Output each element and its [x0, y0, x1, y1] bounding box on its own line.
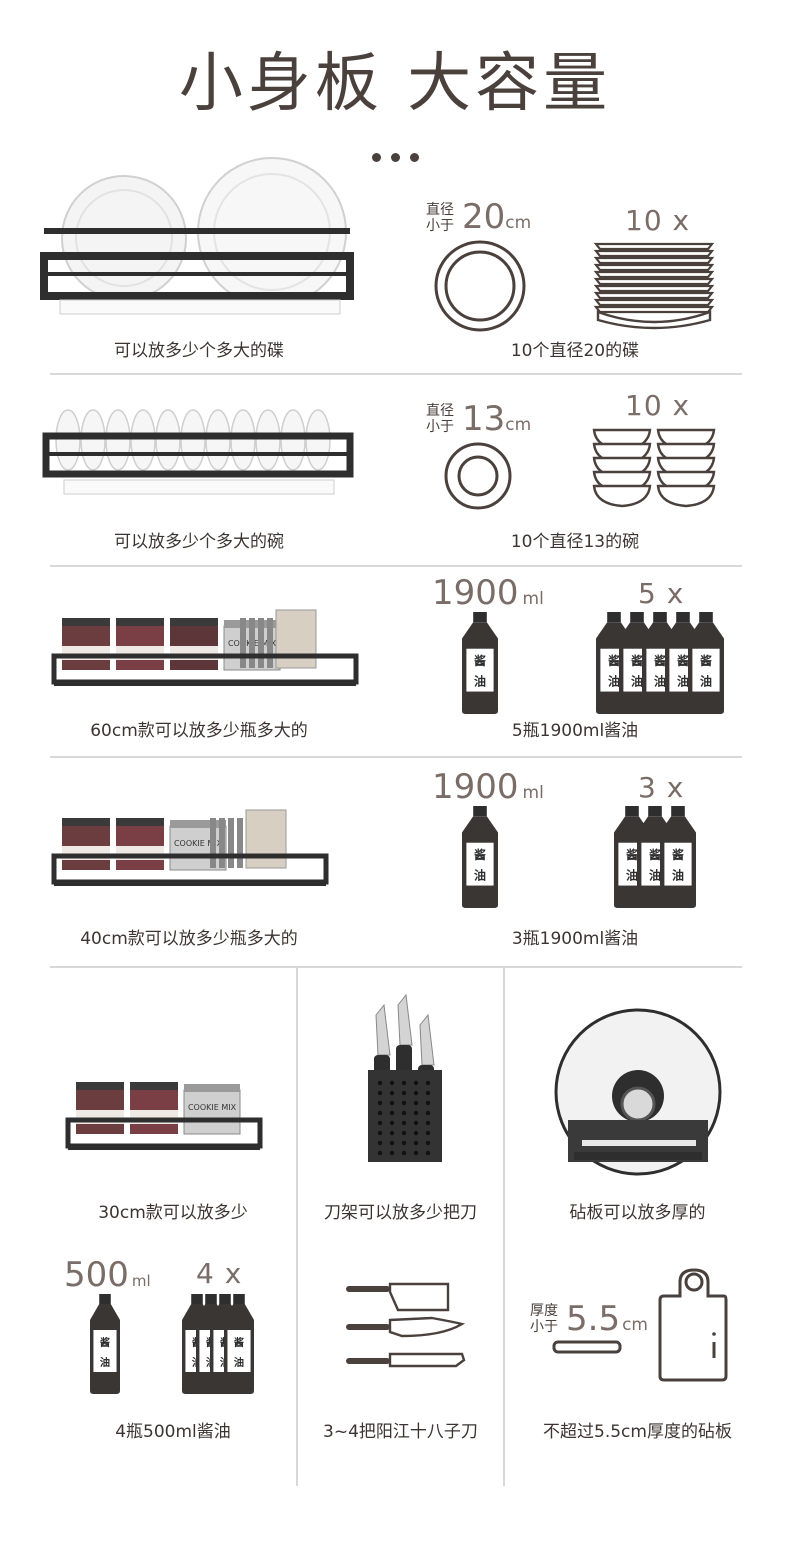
col2-caption: 刀架可以放多少把刀 — [324, 1203, 477, 1223]
svg-text:油: 油 — [626, 867, 638, 882]
page-title: 小身板 大容量 — [178, 47, 612, 121]
svg-text:酱: 酱 — [474, 653, 486, 668]
svg-text:油: 油 — [677, 673, 689, 688]
svg-text:油: 油 — [100, 1356, 110, 1369]
row4-left-caption: 40cm款可以放多少瓶多大的 — [80, 929, 298, 949]
cutting-board-icon — [658, 1268, 728, 1382]
svg-text:油: 油 — [654, 673, 666, 688]
svg-text:油: 油 — [631, 673, 643, 688]
row1-left-caption: 可以放多少个多大的碟 — [114, 341, 284, 361]
plate-stack-icon — [593, 242, 715, 330]
col3-spec-small: 厚度 小于 — [530, 1303, 558, 1335]
svg-text:酱: 酱 — [608, 653, 620, 668]
svg-text:COOKIE MIX: COOKIE MIX — [174, 839, 223, 848]
soy-sauce-bottle-icon: 酱油 — [224, 1294, 254, 1394]
row3-right-caption: 5瓶1900ml酱油 — [511, 721, 639, 741]
col1-result: 4瓶500ml酱油 — [115, 1422, 231, 1442]
col1-multiplier: 4 x — [196, 1257, 243, 1290]
svg-text:酱: 酱 — [631, 653, 643, 668]
svg-text:油: 油 — [234, 1356, 244, 1369]
row2-multiplier: 10 x — [625, 389, 691, 422]
col2-result: 3~4把阳江十八子刀 — [323, 1422, 478, 1442]
soy-sauce-bottle-icon: 酱油 — [462, 612, 498, 714]
svg-text:油: 油 — [474, 867, 486, 882]
row3-left-caption: 60cm款可以放多少瓶多大的 — [90, 721, 308, 741]
bowl-stack-icon — [592, 428, 716, 508]
decorative-dots — [372, 147, 429, 166]
soy-sauce-bottle-icon: 酱油 — [460, 612, 500, 714]
svg-text:酱: 酱 — [234, 1336, 244, 1349]
svg-text:油: 油 — [474, 673, 486, 688]
small-soy-sauce-bottle-icon: 酱油 — [88, 1294, 122, 1394]
spice-rack-30cm-photo: COOKIE MIX — [65, 1082, 263, 1150]
lid-and-board-holder-photo — [554, 1008, 722, 1176]
column-divider — [296, 968, 298, 1486]
row1-right-caption: 10个直径20的碟 — [510, 341, 640, 361]
plate-icon — [434, 240, 526, 332]
svg-text:酱: 酱 — [672, 847, 684, 862]
column-divider — [503, 968, 505, 1486]
row2-spec-small: 直径 小于 — [426, 403, 454, 435]
svg-text:油: 油 — [608, 673, 620, 688]
svg-text:油: 油 — [700, 673, 712, 688]
divider — [50, 373, 742, 375]
knives-icon — [346, 1282, 466, 1368]
svg-text:酱: 酱 — [700, 653, 712, 668]
svg-text:酱: 酱 — [649, 847, 661, 862]
divider — [50, 966, 742, 968]
svg-text:酱: 酱 — [677, 653, 689, 668]
svg-text:酱: 酱 — [654, 653, 666, 668]
soy-sauce-bottles-group-icon: 酱油酱油酱油酱油酱油 — [594, 612, 726, 714]
divider — [50, 565, 742, 567]
svg-text:油: 油 — [649, 867, 661, 882]
svg-text:酱: 酱 — [474, 847, 486, 862]
dish-rack-plates-photo — [40, 157, 354, 315]
row1-spec-small: 直径 小于 — [426, 202, 454, 234]
divider — [50, 756, 742, 758]
col3-result: 不超过5.5cm厚度的砧板 — [543, 1422, 732, 1442]
row4-multiplier: 3 x — [638, 771, 685, 804]
soy-sauce-bottles-group-icon: 酱油酱油酱油 — [612, 806, 698, 908]
row2-left-caption: 可以放多少个多大的碗 — [114, 532, 284, 552]
row2-spec: 13cm — [462, 399, 532, 439]
svg-text:酱: 酱 — [100, 1336, 110, 1349]
board-thickness-icon — [552, 1340, 622, 1354]
soy-sauce-bottle-icon: 酱油 — [688, 612, 724, 714]
soy-sauce-bottle-icon: 酱油 — [90, 1294, 120, 1394]
row3-multiplier: 5 x — [638, 577, 685, 610]
soy-sauce-bottle-icon: 酱油 — [660, 806, 696, 908]
spice-rack-60cm-photo: COOKIE MIX — [51, 609, 359, 686]
row1-multiplier: 10 x — [625, 204, 691, 237]
svg-text:COOKIE MIX: COOKIE MIX — [188, 1103, 237, 1112]
knife-block-photo — [368, 993, 442, 1162]
row2-right-caption: 10个直径13的碗 — [510, 532, 640, 552]
spice-rack-40cm-photo: COOKIE MIX — [51, 809, 329, 886]
col1-caption: 30cm款可以放多少 — [98, 1203, 248, 1223]
svg-text:酱: 酱 — [626, 847, 638, 862]
row4-right-caption: 3瓶1900ml酱油 — [511, 929, 639, 949]
soy-sauce-bottle-icon: 酱油 — [462, 806, 498, 908]
row1-spec: 20cm — [462, 197, 532, 237]
bowl-icon — [444, 442, 512, 510]
dish-rack-bowls-photo — [42, 409, 354, 495]
soy-sauce-bottle-icon: 酱油 — [460, 806, 500, 908]
col3-caption: 砧板可以放多厚的 — [569, 1203, 706, 1223]
svg-text:油: 油 — [672, 867, 684, 882]
